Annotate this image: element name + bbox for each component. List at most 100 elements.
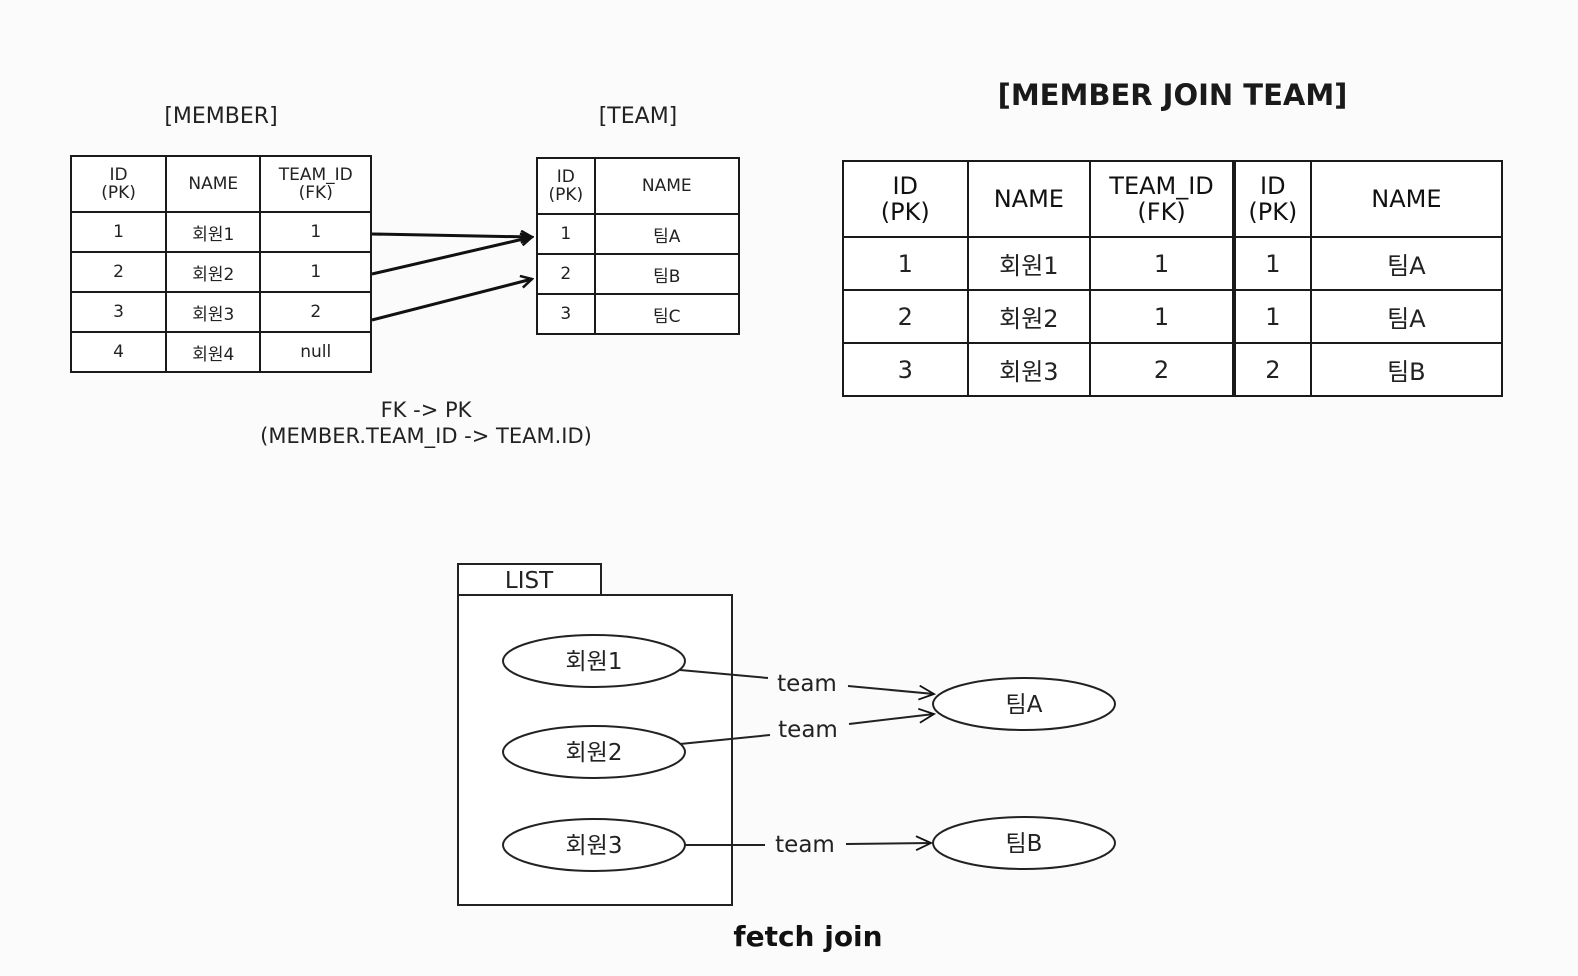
team-cell-name: 팀B <box>593 253 741 295</box>
table-row: 2 팀B <box>536 253 741 295</box>
team-cell-name: 팀A <box>593 213 741 255</box>
member-node-3 <box>502 818 686 872</box>
table-row: 3 팀C <box>536 293 741 335</box>
fetch-join-caption: fetch join <box>733 920 882 953</box>
join-cell-member-name: 회원1 <box>966 236 1092 291</box>
join-header-team-name: NAME <box>1309 160 1504 238</box>
join-header-member-id-label: ID (PK) <box>880 172 930 226</box>
member-cell-name: 회원3 <box>165 291 262 333</box>
member-header-team-id: TEAM_ID (FK) <box>259 155 372 213</box>
member-cell-name: 회원4 <box>165 331 262 373</box>
join-cell-team-id: 1 <box>1089 236 1235 291</box>
join-cell-team-name: 팀A <box>1309 236 1504 291</box>
member-table-caption: [MEMBER] <box>164 104 278 129</box>
member-cell-team-id: null <box>259 331 372 373</box>
member-table-header-row: ID (PK) NAME TEAM_ID (FK) <box>69 155 372 213</box>
join-header-team-name-label: NAME <box>1371 185 1442 213</box>
edge-2-segment-b <box>848 714 934 725</box>
member-node-3-label: 회원3 <box>566 833 623 859</box>
team-header-name: NAME <box>593 157 741 215</box>
team-header-name-label: NAME <box>641 176 692 196</box>
join-header-member-name: NAME <box>966 160 1092 238</box>
join-table-header-row: ID (PK) NAME TEAM_ID (FK) ID (PK) NAME <box>842 160 1504 238</box>
member-header-name: NAME <box>165 155 262 213</box>
list-tab <box>457 563 602 596</box>
join-cell-team-name: 팀B <box>1309 342 1504 397</box>
member-cell-team-id: 2 <box>259 291 372 333</box>
member-cell-id: 3 <box>69 291 168 333</box>
member-cell-name: 회원1 <box>165 211 262 253</box>
join-cell-member-name: 회원3 <box>966 342 1092 397</box>
team-node-a-label: 팀A <box>1006 692 1043 718</box>
member-cell-team-id: 1 <box>259 211 372 253</box>
team-cell-id: 2 <box>536 253 596 295</box>
table-row: 4 회원4 null <box>69 331 372 373</box>
join-table: ID (PK) NAME TEAM_ID (FK) ID (PK) NAME 1… <box>842 160 1504 397</box>
join-cell-team-pk: 2 <box>1231 342 1312 397</box>
fk-note-line1: FK -> PK <box>380 398 472 422</box>
join-cell-team-pk: 1 <box>1231 236 1312 291</box>
member-header-team-id-label: TEAM_ID (FK) <box>278 165 353 203</box>
team-cell-name: 팀C <box>593 293 741 335</box>
member-header-name-label: NAME <box>188 174 239 194</box>
join-cell-member-name: 회원2 <box>966 289 1092 344</box>
table-row: 1 회원1 1 1 팀A <box>842 236 1504 291</box>
join-cell-member-id: 3 <box>842 342 969 397</box>
join-cell-member-id: 1 <box>842 236 969 291</box>
join-header-team-pk: ID (PK) <box>1231 160 1312 238</box>
team-table-caption: [TEAM] <box>598 104 678 129</box>
table-row: 1 회원1 1 <box>69 211 372 253</box>
join-header-team-id-label: TEAM_ID (FK) <box>1109 172 1214 226</box>
join-header-member-name-label: NAME <box>993 185 1064 213</box>
table-row: 2 회원2 1 1 팀A <box>842 289 1504 344</box>
team-table-header-row: ID (PK) NAME <box>536 157 741 215</box>
edge-3-segment-b <box>845 843 931 844</box>
team-node-a <box>932 677 1116 731</box>
list-label: LIST <box>505 568 554 594</box>
edge-1-segment-a <box>679 669 769 679</box>
team-node-b <box>932 816 1116 870</box>
member-node-1 <box>502 634 686 688</box>
member-cell-id: 1 <box>69 211 168 253</box>
member-cell-team-id: 1 <box>259 251 372 293</box>
member-cell-name: 회원2 <box>165 251 262 293</box>
join-header-member-id: ID (PK) <box>842 160 969 238</box>
join-header-team-id: TEAM_ID (FK) <box>1089 160 1235 238</box>
member-node-2-label: 회원2 <box>566 740 623 766</box>
edge-1-segment-b <box>847 686 934 694</box>
join-table-title: [MEMBER JOIN TEAM] <box>997 78 1348 112</box>
join-cell-team-pk: 1 <box>1231 289 1312 344</box>
fk-arrow-3 <box>371 279 532 322</box>
team-cell-id: 3 <box>536 293 596 335</box>
member-header-id-label: ID (PK) <box>101 165 136 203</box>
join-cell-team-id: 2 <box>1089 342 1235 397</box>
fk-arrow-1 <box>371 234 532 237</box>
fk-note-line2: (MEMBER.TEAM_ID -> TEAM.ID) <box>260 424 592 448</box>
table-row: 3 회원3 2 2 팀B <box>842 342 1504 397</box>
edge-3-label: team <box>775 832 835 858</box>
join-cell-member-id: 2 <box>842 289 969 344</box>
member-table: ID (PK) NAME TEAM_ID (FK) 1 회원1 1 2 회원2 … <box>69 155 372 373</box>
team-header-id-label: ID (PK) <box>548 167 584 205</box>
member-node-2 <box>502 725 686 779</box>
team-table: ID (PK) NAME 1 팀A 2 팀B 3 팀C <box>536 157 741 335</box>
member-node-1-label: 회원1 <box>566 649 623 675</box>
edge-2-segment-a <box>679 734 771 745</box>
member-header-id: ID (PK) <box>69 155 168 213</box>
table-row: 3 회원3 2 <box>69 291 372 333</box>
join-header-team-pk-label: ID (PK) <box>1248 172 1298 226</box>
list-container <box>457 594 733 906</box>
member-cell-id: 4 <box>69 331 168 373</box>
table-row: 2 회원2 1 <box>69 251 372 293</box>
fk-arrow-2 <box>371 237 532 276</box>
team-cell-id: 1 <box>536 213 596 255</box>
edge-2-label: team <box>778 717 838 743</box>
team-header-id: ID (PK) <box>536 157 596 215</box>
team-node-b-label: 팀B <box>1006 831 1043 857</box>
join-cell-team-id: 1 <box>1089 289 1235 344</box>
table-row: 1 팀A <box>536 213 741 255</box>
edge-1-label: team <box>777 671 837 697</box>
join-cell-team-name: 팀A <box>1309 289 1504 344</box>
